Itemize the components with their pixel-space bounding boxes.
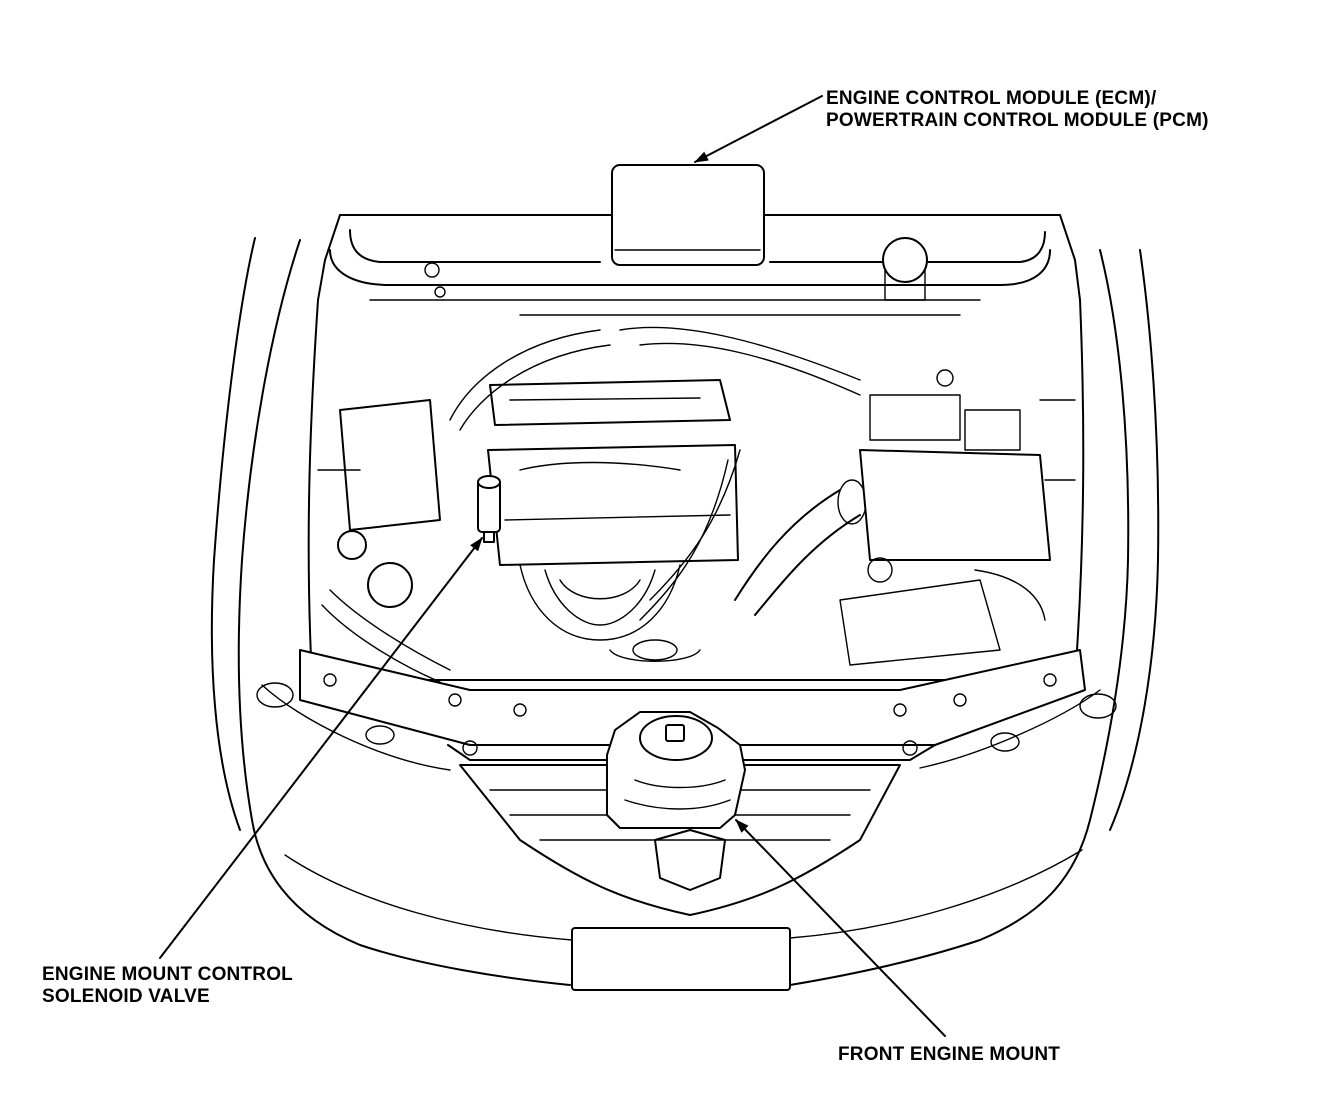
solenoid-label-line2: SOLENOID VALVE (42, 986, 210, 1007)
solenoid-valve-part (477, 475, 501, 543)
ecm-pcm-label: ENGINE CONTROL MODULE (ECM)/ POWERTRAIN … (826, 88, 1209, 132)
mount-leader-arrow (735, 819, 946, 1037)
front-mount-label-text: FRONT ENGINE MOUNT (838, 1044, 1061, 1065)
ecm-label-line2: POWERTRAIN CONTROL MODULE (PCM) (826, 110, 1209, 131)
license-plate (571, 927, 791, 991)
front-engine-mount-part (606, 711, 746, 829)
engine-assembly (317, 237, 1076, 683)
radiator-support (299, 649, 1086, 761)
solenoid-valve-label: ENGINE MOUNT CONTROL SOLENOID VALVE (42, 964, 293, 1008)
front-engine-mount-label: FRONT ENGINE MOUNT (838, 1044, 1060, 1066)
ecm-leader-arrow (694, 95, 823, 163)
ecm-label-line1: ENGINE CONTROL MODULE (ECM)/ (826, 88, 1157, 109)
solenoid-leader-arrow (159, 537, 483, 959)
solenoid-label-line1: ENGINE MOUNT CONTROL (42, 964, 293, 985)
car-body-outline (210, 237, 1160, 986)
ecm-pcm-box (611, 164, 765, 266)
